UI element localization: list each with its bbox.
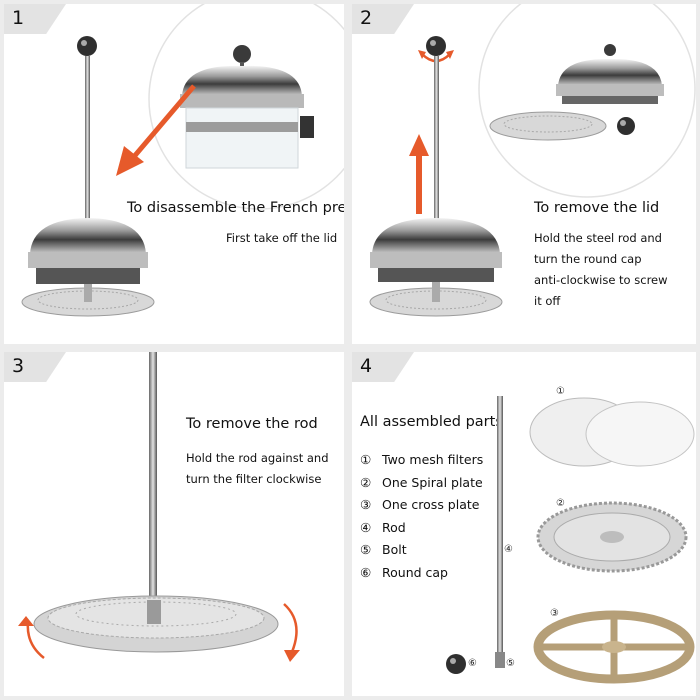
arrow-icon: [116, 84, 196, 176]
step-heading: To disassemble the French press: [127, 200, 344, 216]
rod-icon: [495, 396, 505, 668]
step-1-panel: 1: [4, 4, 344, 344]
marker-rod: ④: [504, 544, 513, 555]
filter-rod-icon: [33, 352, 279, 653]
zoomed-lid-icon: [180, 45, 314, 169]
step-number-tab: 1: [4, 4, 66, 34]
step-2-panel: 2: [352, 4, 696, 344]
french-press-icon: [21, 36, 155, 317]
marker-round-cap: ⑥: [468, 658, 477, 669]
spiral-plate-icon: [536, 501, 688, 573]
step-heading: All assembled parts: [360, 414, 503, 430]
mesh-filters-icon: [529, 397, 695, 467]
remove-lid-illustration: [369, 4, 696, 317]
step-heading: To remove the rod: [186, 416, 318, 432]
step-instructions: Hold the steel rod and turn the round ca…: [534, 231, 668, 308]
french-press-lid-illustration: [21, 4, 344, 317]
french-press-icon: [369, 36, 503, 317]
step-number: 3: [12, 355, 25, 377]
up-arrow-icon: [409, 134, 429, 214]
rotate-arrow-icon: [18, 603, 300, 662]
zoomed-lid-parts-icon: [489, 44, 664, 141]
step-number-tab: 2: [352, 4, 414, 34]
step-number: 4: [360, 355, 373, 377]
step-number: 2: [360, 7, 373, 29]
step-number: 1: [12, 7, 25, 29]
parts-illustration: [446, 396, 695, 684]
cross-plate-icon: [533, 610, 695, 684]
marker-bolt: ⑤: [506, 658, 515, 669]
marker-spiral-plate: ②: [556, 498, 565, 509]
step-instructions: Hold the rod against and turn the filter…: [186, 451, 329, 486]
round-cap-icon: [446, 654, 466, 674]
marker-mesh-filters: ①: [556, 386, 565, 397]
marker-cross-plate: ③: [550, 608, 559, 619]
step-instructions: First take off the lid: [226, 231, 338, 245]
step-heading: To remove the lid: [534, 200, 660, 216]
remove-rod-illustration: [18, 352, 300, 662]
step-3-panel: 3 To remove the rod Hold the rod against…: [4, 352, 344, 696]
